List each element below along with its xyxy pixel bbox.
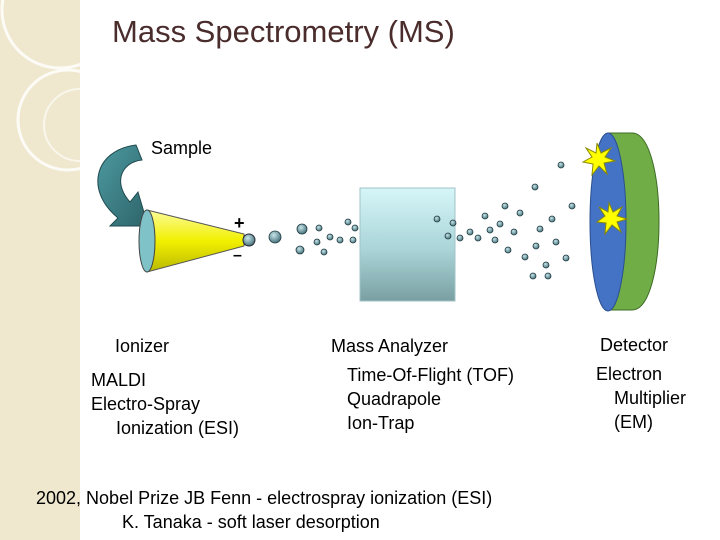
nobel-footnote: 2002, Nobel Prize JB Fenn - electrospray… — [36, 486, 492, 534]
detector-type-list: Electron Multiplier (EM) — [596, 362, 686, 434]
ionizer-method-list: MALDI Electro-Spray Ionization (ESI) — [91, 368, 239, 440]
detector-type: (EM) — [596, 410, 686, 434]
ionizer-method: MALDI — [91, 368, 239, 392]
analyzer-type: Ion-Trap — [347, 411, 514, 435]
sample-curved-arrow — [98, 145, 148, 226]
analyzer-type: Quadrapole — [347, 387, 514, 411]
footnote-line-fenn: 2002, Nobel Prize JB Fenn - electrospray… — [36, 486, 492, 510]
plus-sign: + — [234, 213, 245, 233]
analyzer-type-list: Time-Of-Flight (TOF) Quadrapole Ion-Trap — [347, 363, 514, 435]
footnote-line-tanaka: K. Tanaka - soft laser desorption — [36, 510, 492, 534]
mass-analyzer-heading: Mass Analyzer — [331, 334, 448, 358]
sample-label: Sample — [151, 136, 212, 160]
detector-type: Multiplier — [596, 386, 686, 410]
ionizer-heading: Ionizer — [115, 334, 169, 358]
detector-type: Electron — [596, 362, 686, 386]
minus-sign: – — [233, 247, 242, 264]
ionizer-method: Electro-Spray — [91, 392, 239, 416]
detector-heading: Detector — [600, 333, 668, 357]
ionizer-method: Ionization (ESI) — [91, 416, 239, 440]
analyzer-type: Time-Of-Flight (TOF) — [347, 363, 514, 387]
mass-analyzer-box — [360, 188, 455, 301]
